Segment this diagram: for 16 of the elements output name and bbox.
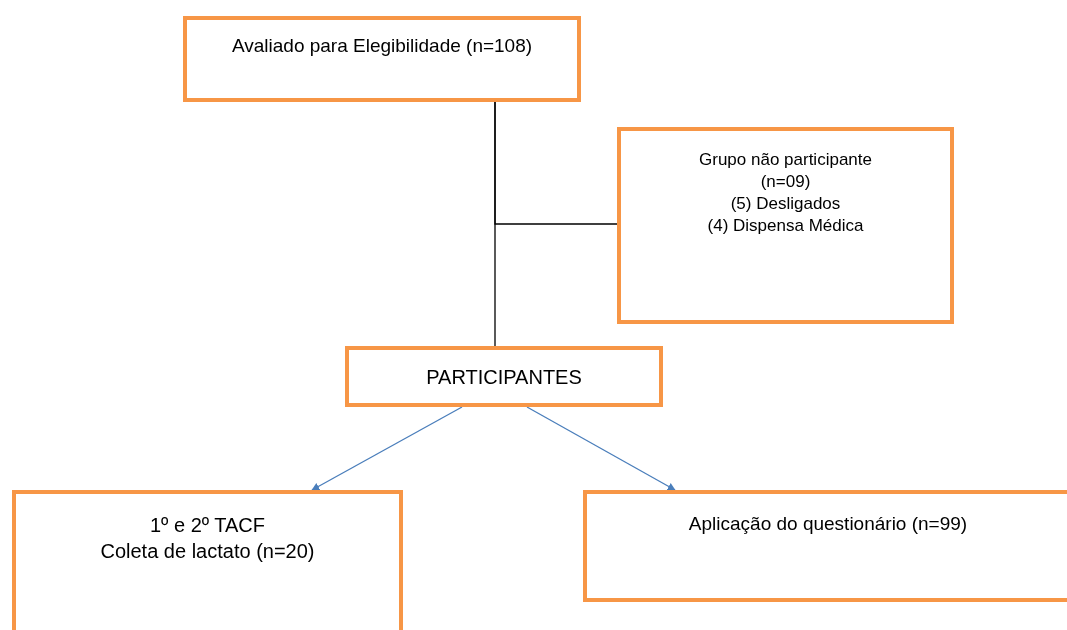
box-text: Coleta de lactato (n=20)	[100, 539, 315, 564]
box-text: Avaliado para Elegibilidade (n=108)	[231, 34, 533, 58]
process-box	[183, 16, 581, 102]
process-box	[345, 346, 663, 407]
arrow	[526, 406, 676, 491]
process-box	[617, 127, 954, 324]
connector-line	[494, 101, 618, 225]
box-text: Aplicação do questionário (n=99)	[688, 512, 968, 536]
process-box	[12, 490, 403, 630]
arrow	[311, 406, 463, 491]
process-box	[583, 490, 1067, 602]
box-text: Grupo não participante (n=09)	[698, 149, 873, 194]
box-text: PARTICIPANTES	[426, 365, 582, 390]
box-text: (5) Desligados	[730, 193, 841, 216]
box-text: 1º e 2º TACF	[150, 513, 265, 538]
box-text: (4) Dispensa Médica	[707, 215, 864, 238]
